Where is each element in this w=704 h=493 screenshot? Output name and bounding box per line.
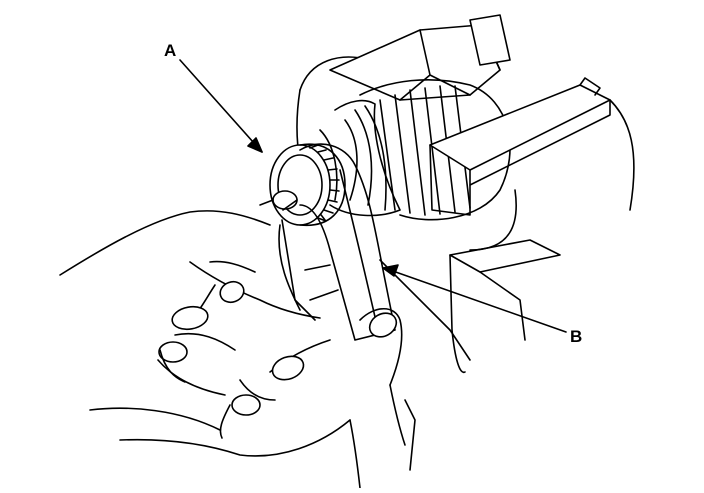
hands-drawing	[60, 211, 415, 488]
callout-label-a: A	[164, 41, 177, 60]
leader-arrow	[180, 60, 566, 332]
sandpaper-strip	[279, 144, 395, 340]
arrowhead-a-icon	[248, 138, 262, 152]
commutator	[260, 144, 345, 225]
callout-label-b: B	[570, 327, 583, 346]
armature-drawing	[297, 15, 634, 372]
arrowhead-b-icon	[383, 265, 398, 276]
leader-line-a	[180, 60, 262, 152]
leader-line-b	[390, 270, 566, 332]
